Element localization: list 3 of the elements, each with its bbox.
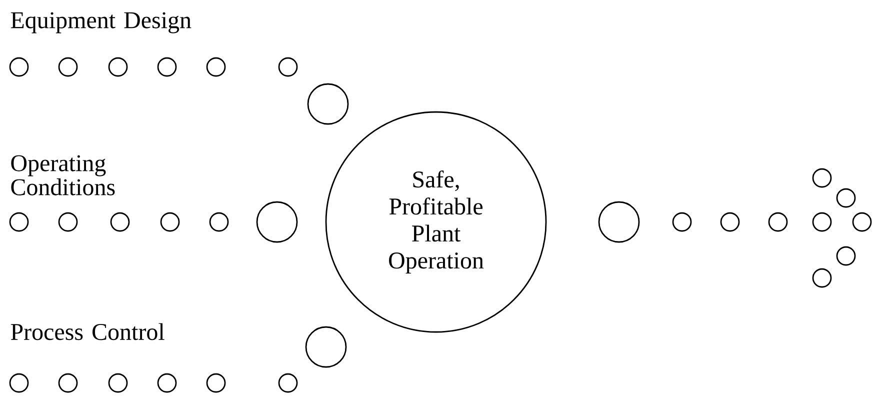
section-label: Operating Conditions bbox=[11, 155, 115, 196]
section-label: Equipment Design bbox=[10, 12, 192, 34]
section-label: Process Control bbox=[10, 323, 164, 340]
